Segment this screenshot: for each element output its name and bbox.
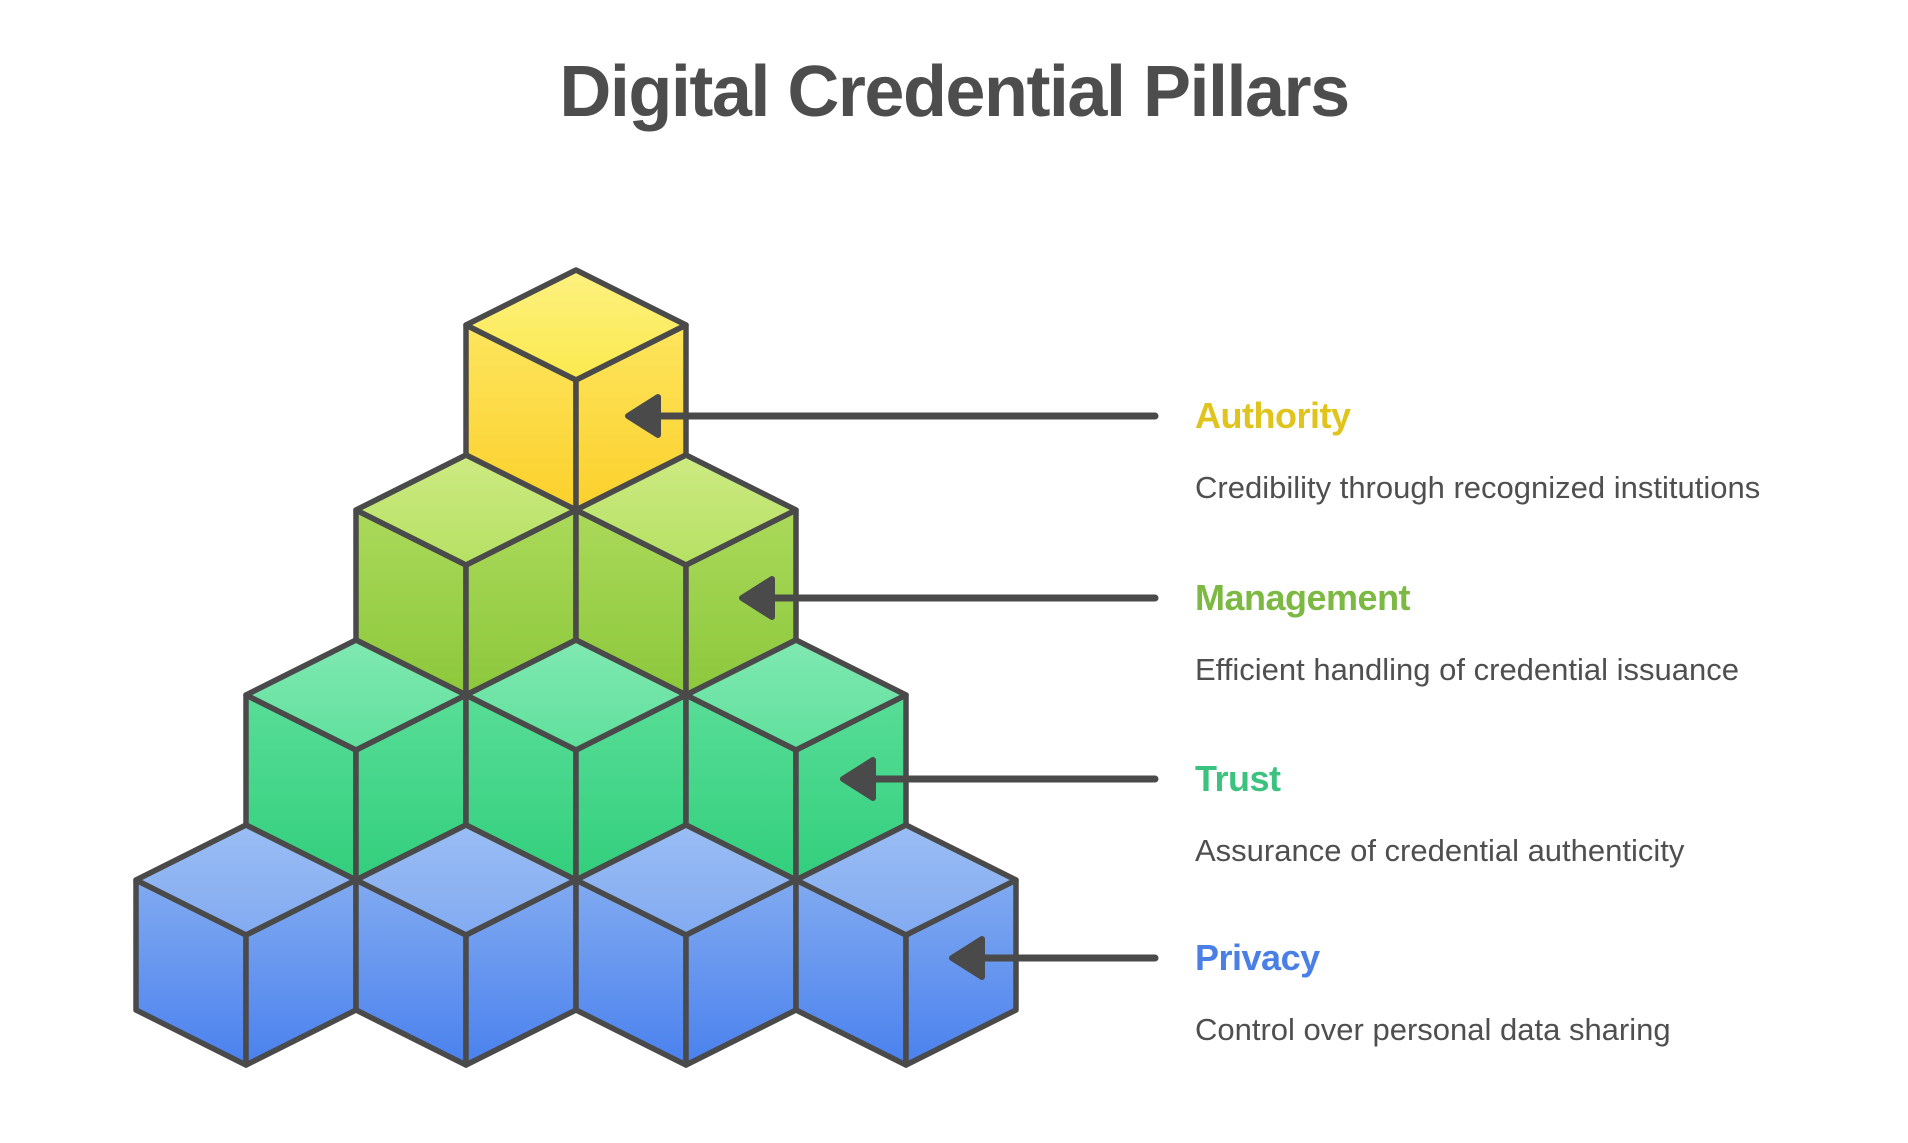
arrow-privacy [949, 936, 1159, 980]
arrowhead-icon [840, 757, 876, 801]
pillar-description-authority: Credibility through recognized instituti… [1195, 470, 1761, 505]
cube-privacy-4 [793, 822, 1019, 1068]
arrow-management [739, 576, 1159, 620]
cube-face-top [243, 637, 469, 753]
cube-face-top [353, 452, 579, 568]
arrow-authority [625, 394, 1159, 438]
cube-management-1 [353, 452, 579, 698]
cube-face-top [573, 452, 799, 568]
pillar-item-authority: Authority Credibility through recognized… [1195, 393, 1875, 508]
pillar-description-trust: Assurance of credential authenticity [1195, 833, 1685, 868]
cube-privacy-1 [133, 822, 359, 1068]
cube-management-2 [573, 452, 799, 698]
cube-face-top [133, 822, 359, 938]
cube-face-top [463, 267, 689, 383]
pillar-label-management: Management [1195, 577, 1411, 618]
arrowhead-icon [625, 394, 661, 438]
pillar-item-privacy: Privacy Control over personal data shari… [1195, 935, 1875, 1050]
cube-privacy-3 [573, 822, 799, 1068]
pillar-label-privacy: Privacy [1195, 937, 1320, 978]
diagram-title: Digital Credential Pillars [559, 52, 1350, 132]
pillar-description-management: Efficient handling of credential issuanc… [1195, 652, 1739, 687]
cube-face-top [573, 822, 799, 938]
arrow-trust [840, 757, 1159, 801]
cube-face-top [353, 822, 579, 938]
arrowhead-icon [949, 936, 985, 980]
pillar-item-trust: Trust Assurance of credential authentici… [1195, 756, 1875, 871]
pillar-label-authority: Authority [1195, 395, 1351, 436]
pillar-label-trust: Trust [1195, 758, 1281, 799]
cube-face-top [683, 637, 909, 753]
pillar-description-privacy: Control over personal data sharing [1195, 1012, 1671, 1047]
cube-face-top [793, 822, 1019, 938]
arrowhead-icon [739, 576, 775, 620]
cube-face-top [463, 637, 689, 753]
cube-trust-2 [463, 637, 689, 883]
pillar-item-management: Management Efficient handling of credent… [1195, 575, 1875, 690]
cube-privacy-2 [353, 822, 579, 1068]
cube-trust-1 [243, 637, 469, 883]
